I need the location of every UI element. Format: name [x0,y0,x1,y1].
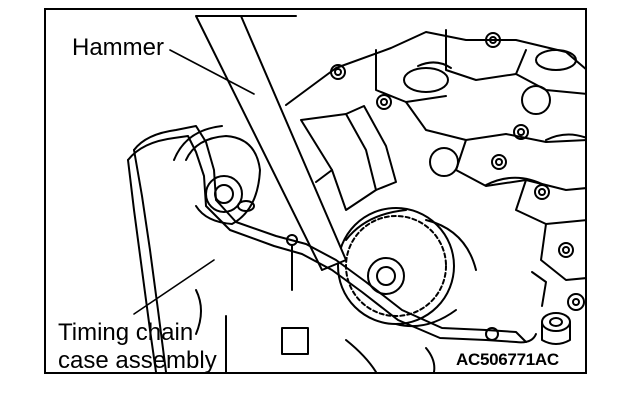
timing-chain-label-line1: Timing chain [58,319,194,346]
timing-chain-label-line2: case assembly [58,347,217,374]
hammer-label: Hammer [72,34,165,61]
hammer-leader-line [169,49,255,95]
timing-chain-case [127,125,537,372]
lower-right-parts [531,271,571,345]
figure-code: AC506771AC [456,350,559,369]
camshaft-bolts [330,32,585,311]
engine-line-drawing [127,15,585,372]
chain-guide [300,105,397,211]
hammer [195,15,347,271]
left-sprocket [173,125,261,225]
right-sprocket [337,207,477,328]
timing-case-leader-line [133,259,215,315]
timing-chain-case-label: Timing chain case assembly [58,319,217,374]
leader-lines [133,49,255,315]
figure-frame: Hammer Timing chain case assembly AC5067… [44,8,587,374]
